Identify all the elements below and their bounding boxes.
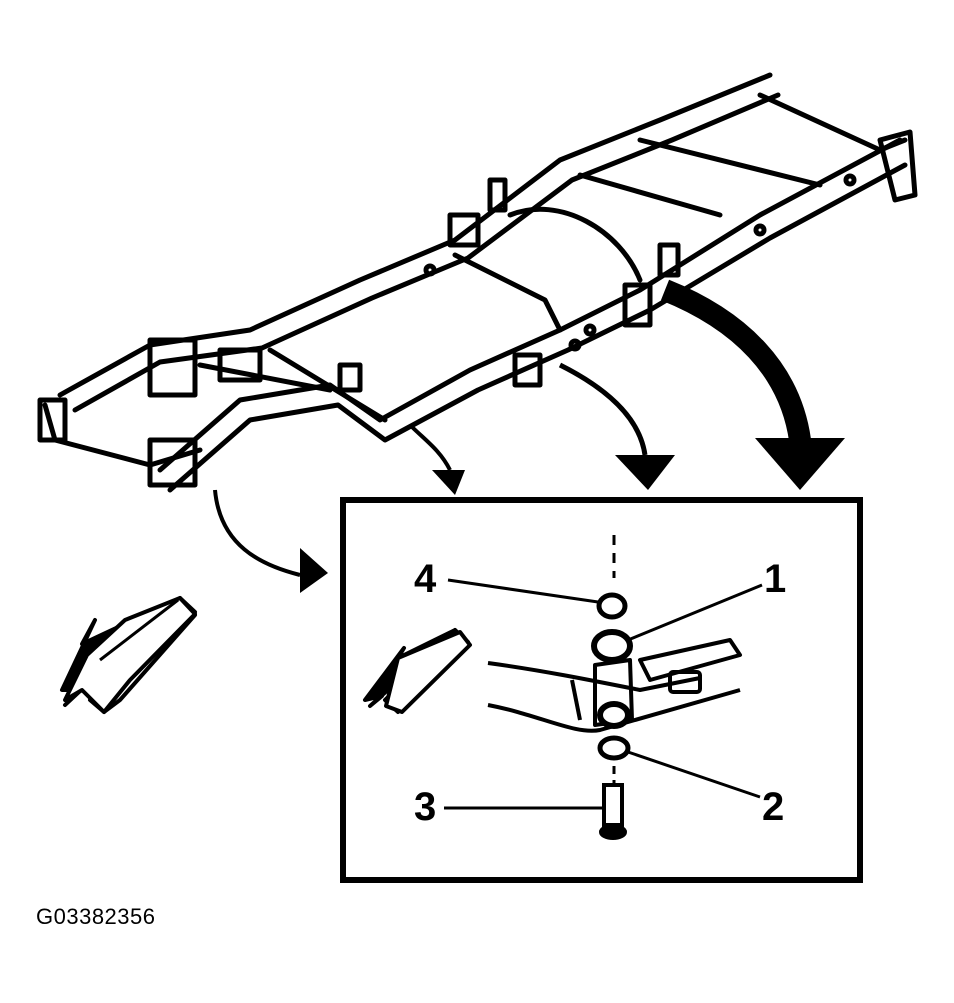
callout-1: 1 [764,557,786,601]
front-crossmember [42,402,203,468]
pointer-arrow-mount-a-head [432,470,465,495]
left-frame-rail [57,72,773,398]
upper-insulator-1 [591,629,633,663]
right-frame-rail [157,137,903,473]
shock-tower [147,337,198,398]
body-mount-post-3 [622,282,653,328]
pointer-arrow-mount-b [558,362,648,456]
inset-forward-arrow [363,628,472,714]
rear-crossmember [757,92,908,153]
forward-direction-arrow [60,596,197,714]
body-mount-post-1 [337,362,363,393]
vehicle-frame-illustration [37,72,918,493]
inset-rail-bottom-edge [487,688,741,733]
pointer-arrow-mount-b-head [615,455,675,490]
suspension-box [217,347,263,383]
cross-member-3 [452,252,563,333]
body-mount-post-6 [657,242,681,278]
inset-hardware-stack [591,535,633,840]
detail-inset-frame [340,497,863,883]
frame-hole [568,338,582,352]
callout-3: 3 [414,785,436,829]
pointer-arrows [213,279,845,593]
figure-id: G03382356 [36,904,156,929]
right-frame-rail-inner [167,162,908,493]
pointer-arrow-front-mount [213,489,301,577]
cross-member-6 [637,137,823,188]
frame-hole [583,323,597,337]
front-bracket-left [37,397,68,443]
cross-member-4 [507,206,643,283]
leader-line-4 [447,578,599,604]
frame-hole [753,223,767,237]
inset-bracket-slot [668,670,702,694]
pointer-arrow-mount-a [408,423,452,471]
pointer-arrow-front-mount-head [300,548,328,593]
inset-bracket [638,638,742,682]
frame-hole [423,263,437,277]
front-bracket-right [147,437,198,488]
callout-4: 4 [414,557,437,601]
rear-bracket [877,129,918,203]
leader-line-1 [627,583,763,642]
pointer-arrow-mount-c [660,279,811,442]
callout-2: 2 [762,785,784,829]
lower-retainer-2 [597,735,631,761]
body-mount-post-5 [447,212,481,248]
inset-rail-side [570,679,582,721]
pointer-arrow-mount-c-head [755,438,845,490]
frame-hole [843,173,857,187]
body-mount-post-4 [487,177,508,213]
leader-lines [444,578,763,810]
body-mount-post-2 [512,352,543,388]
cross-member-5 [577,172,723,218]
bolt-3-shank [602,783,624,827]
cross-member-2 [267,347,388,423]
left-frame-rail-inner [72,92,781,413]
bolt-3-head [599,824,627,840]
upper-retainer-4 [596,592,628,620]
leader-line-2 [627,750,761,799]
lower-insulator [597,701,631,729]
